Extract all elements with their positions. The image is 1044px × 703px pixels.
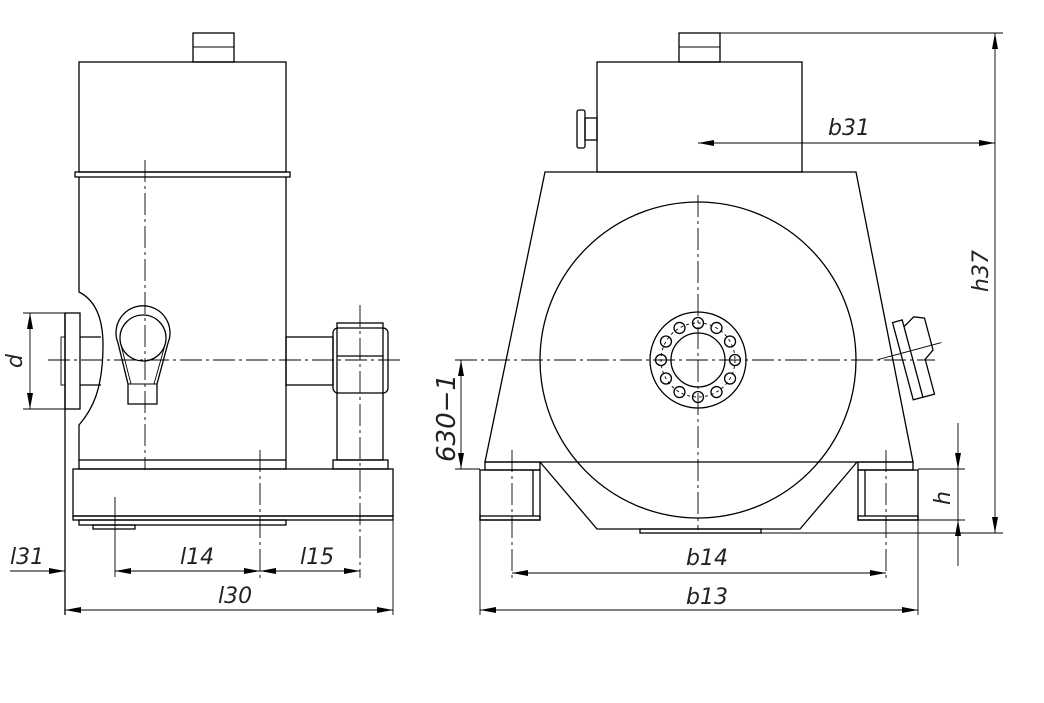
bolt-hole	[723, 372, 737, 385]
bolt-hole	[710, 321, 723, 335]
shaft-flange	[64, 312, 81, 410]
label-630: 630−1	[432, 374, 462, 462]
bolt-hole	[723, 335, 737, 348]
left-foot	[479, 461, 541, 521]
label-l31: l31	[10, 545, 44, 570]
label-l30: l30	[218, 584, 252, 609]
top-stub	[678, 32, 721, 63]
lifting-eye	[115, 305, 171, 405]
side-connector	[878, 316, 942, 401]
housing-flange	[74, 171, 291, 178]
label-l15: l15	[300, 545, 334, 570]
bolt-hole	[673, 321, 686, 335]
body-left-edge	[78, 177, 104, 460]
right-shaft	[285, 336, 334, 386]
bolt-hole	[659, 335, 673, 348]
top-stub	[192, 32, 235, 63]
base-frame	[72, 468, 394, 517]
bearing-cap	[332, 327, 389, 394]
label-b14: b14	[686, 546, 728, 571]
right-foot	[857, 461, 919, 521]
label-b13: b13	[686, 585, 728, 610]
label-h: h	[931, 491, 956, 505]
bolt-hole	[659, 372, 673, 385]
front-view: b31 h37 630−1 h b14 b13	[432, 32, 1003, 615]
bolt-hole	[710, 385, 723, 399]
label-h37: h37	[969, 250, 994, 292]
label-l14: l14	[180, 545, 214, 570]
label-d: d	[3, 353, 28, 368]
bolt-hole	[673, 385, 686, 399]
upper-housing	[596, 61, 803, 173]
side-view: d l31 l14 l15 l30	[3, 32, 400, 615]
label-b31: b31	[828, 116, 870, 141]
side-knob	[576, 109, 598, 149]
upper-housing	[78, 61, 287, 173]
